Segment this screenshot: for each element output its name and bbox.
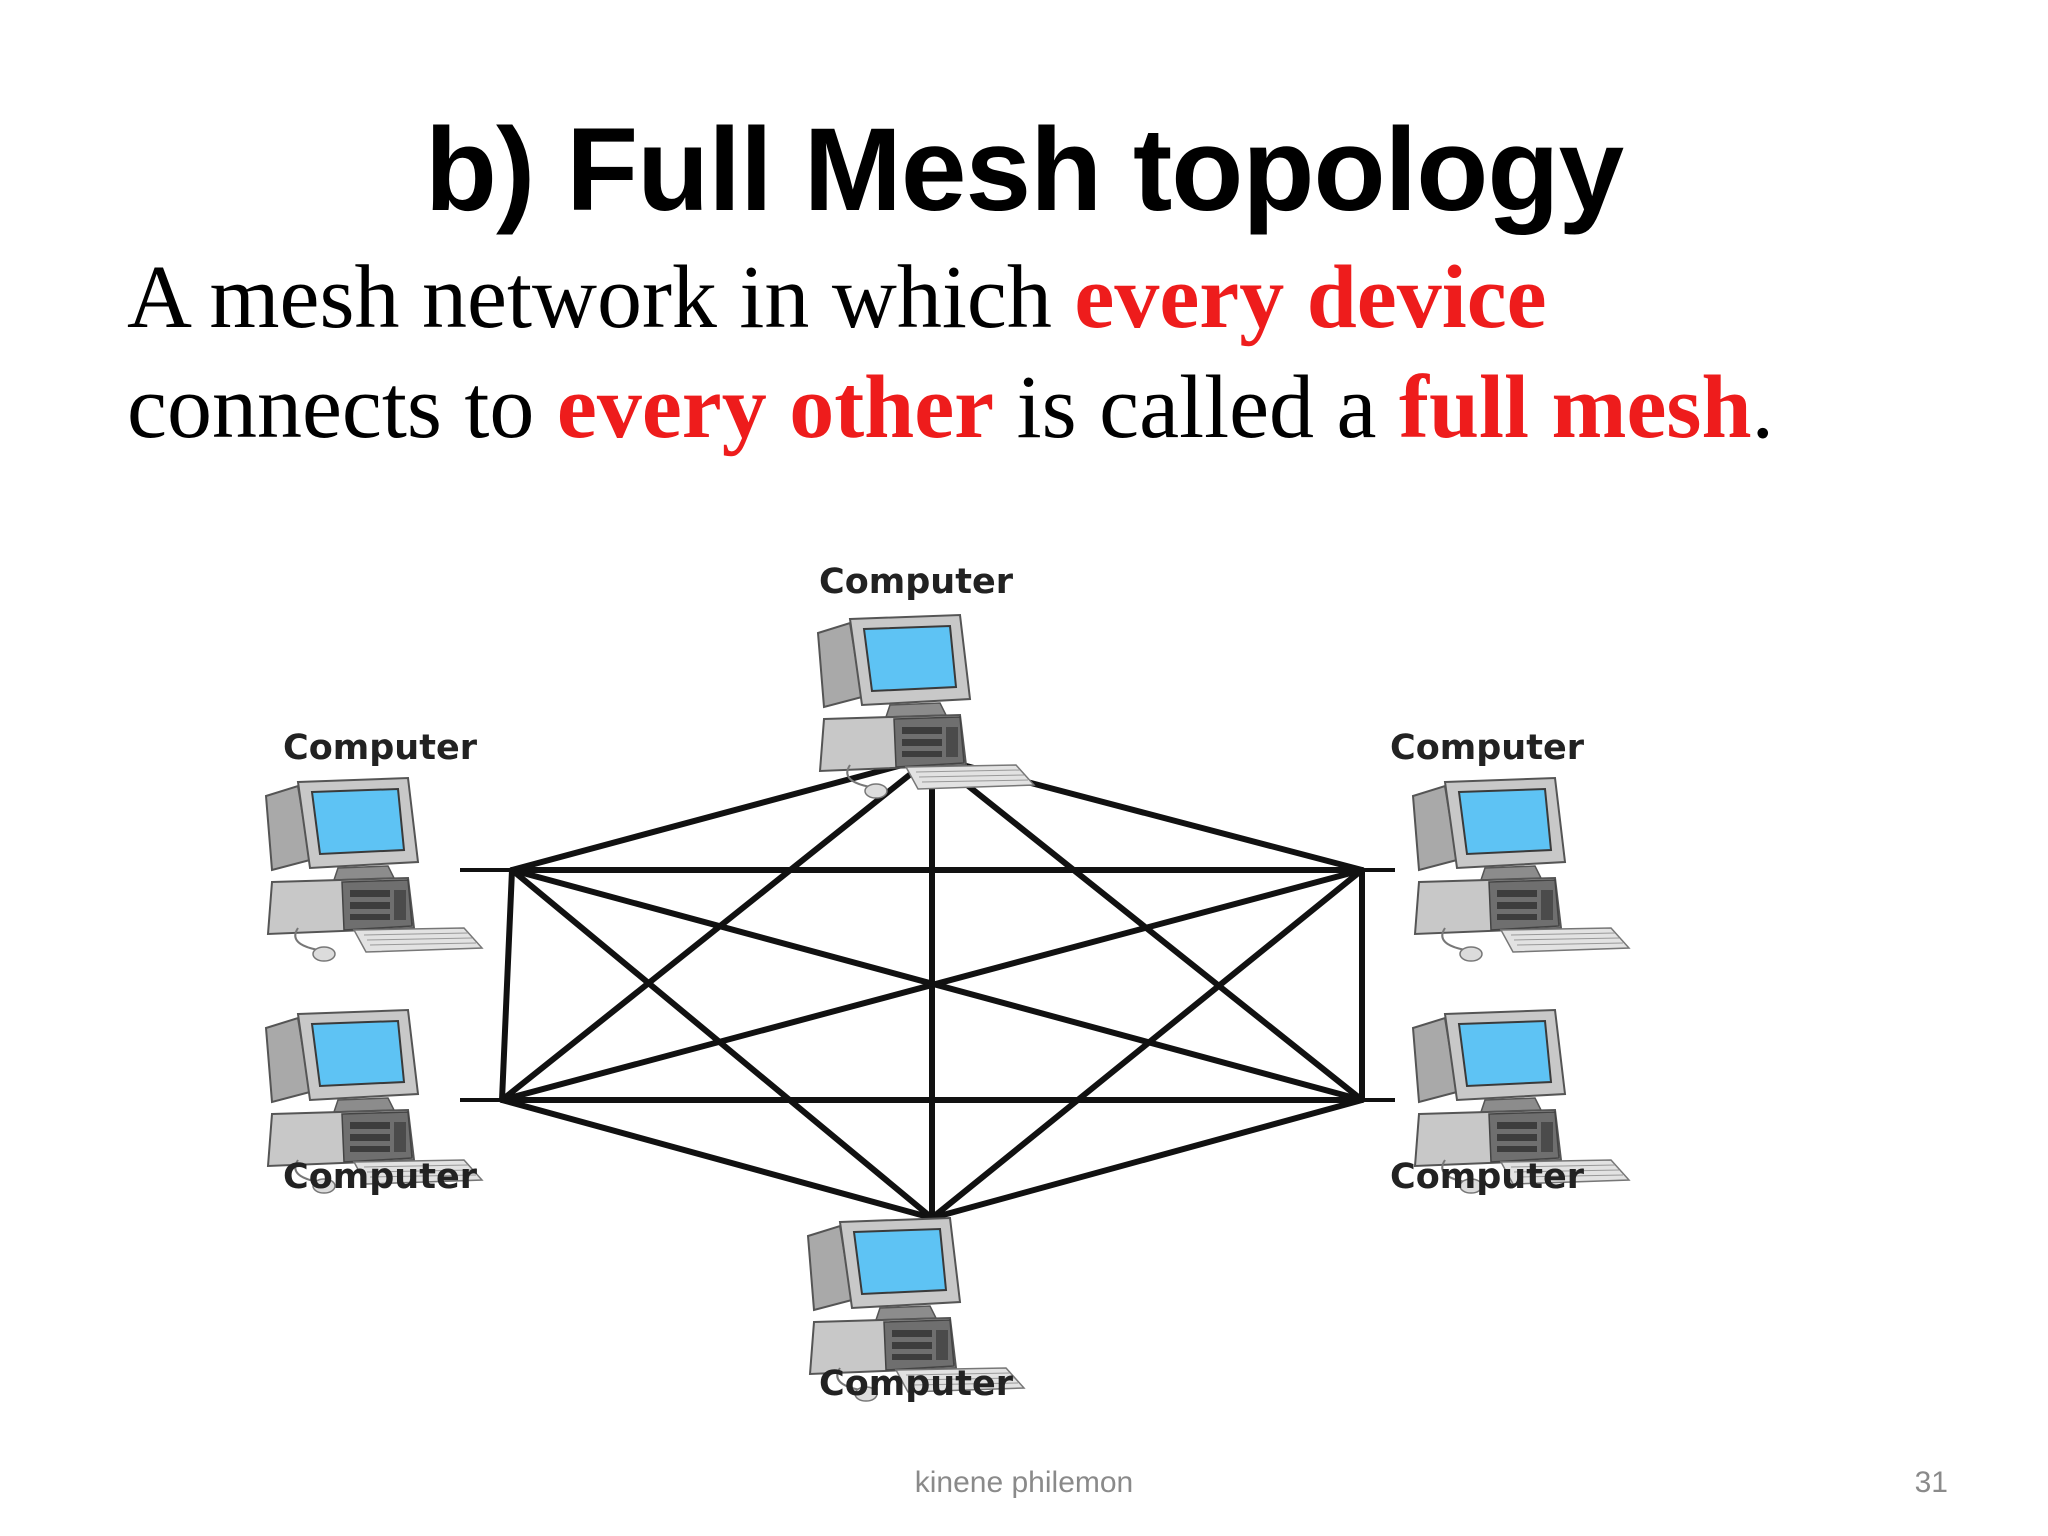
mesh-link-bottom-upper-left xyxy=(509,867,935,1221)
node-label-bottom: Computer xyxy=(819,1364,1014,1404)
computer-node-upper-right: Computer xyxy=(1362,728,1631,962)
mouse-icon xyxy=(864,783,888,799)
highlight-full-mesh: full mesh xyxy=(1398,358,1752,457)
computer-node-upper-left: Computer xyxy=(264,728,512,962)
node-label-top: Computer xyxy=(819,562,1014,602)
body-text-segment: A mesh network in which xyxy=(127,248,1075,347)
mesh-link-lower-right-bottom xyxy=(929,1097,1365,1221)
computer-node-bottom: Computer xyxy=(806,1216,1026,1404)
computer-node-lower-left: Computer xyxy=(264,1008,502,1197)
screen xyxy=(852,1227,948,1296)
computer-node-top: Computer xyxy=(816,562,1036,799)
body-text-segment: connects to xyxy=(127,358,557,457)
computer-icon xyxy=(816,613,1036,799)
mesh-link-lower-left-upper-left xyxy=(499,867,515,1103)
node-label-upper-left: Computer xyxy=(283,728,478,768)
screen xyxy=(862,624,958,693)
mesh-link-lower-right-upper-left xyxy=(509,867,1365,1103)
highlight-every-device: every device xyxy=(1074,248,1547,347)
mesh-nodes: ComputerComputerComputerComputerComputer… xyxy=(264,562,1631,1404)
screen xyxy=(310,787,406,856)
computer-icon xyxy=(264,776,484,962)
slide-body-text: A mesh network in which every device conn… xyxy=(127,243,1947,463)
body-text-segment: . xyxy=(1751,358,1775,457)
body-text-segment: is called a xyxy=(994,358,1399,457)
mesh-link-top-upper-left xyxy=(509,754,935,873)
mouse-icon xyxy=(312,1178,336,1194)
highlight-every-other: every other xyxy=(556,358,995,457)
footer-author: kinene philemon xyxy=(914,1466,1134,1499)
mouse-icon xyxy=(1459,946,1483,962)
node-label-lower-right: Computer xyxy=(1390,1157,1585,1197)
screen xyxy=(1457,1019,1553,1088)
node-label-upper-right: Computer xyxy=(1390,728,1585,768)
node-label-lower-left: Computer xyxy=(283,1157,478,1197)
mouse-icon xyxy=(1459,1178,1483,1194)
computer-icon xyxy=(806,1216,1026,1402)
slide-title: b) Full Mesh topology xyxy=(424,104,1624,236)
screen xyxy=(310,1019,406,1088)
slide-number: 31 xyxy=(1914,1466,1948,1499)
mesh-links xyxy=(499,754,1365,1221)
mouse-icon xyxy=(854,1386,878,1402)
screen xyxy=(1457,787,1553,856)
computer-icon xyxy=(1411,1008,1631,1194)
mouse-icon xyxy=(312,946,336,962)
computer-node-lower-right: Computer xyxy=(1362,1008,1631,1197)
mesh-link-bottom-lower-left xyxy=(499,1097,935,1221)
computer-icon xyxy=(1411,776,1631,962)
computer-icon xyxy=(264,1008,484,1194)
